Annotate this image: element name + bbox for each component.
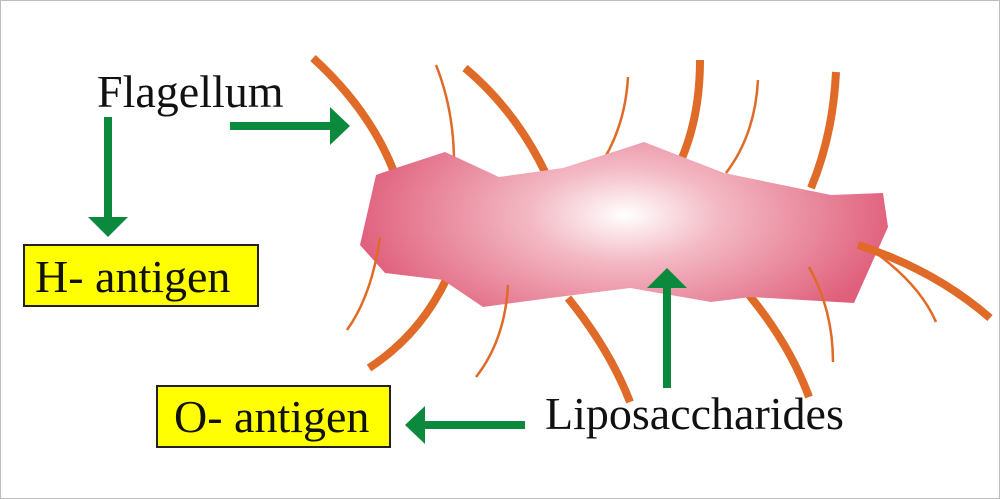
flagellum-thin (807, 266, 835, 363)
flagellum-thick (856, 241, 993, 322)
flagellum-thin (475, 284, 510, 378)
flagellum-thin (875, 251, 938, 323)
flagella-front (345, 236, 993, 378)
flagellum-thick (462, 64, 549, 174)
arrows (88, 107, 687, 444)
flagellum-thin (434, 64, 456, 164)
flagellum-thin (725, 79, 760, 174)
bacterium-body (360, 142, 888, 307)
flagellum-thick (310, 55, 398, 174)
o-antigen-box (156, 385, 391, 448)
flagellum-thick (564, 295, 634, 404)
o-antigen-label: O- antigen (174, 391, 369, 442)
flagellum-thick (807, 71, 840, 190)
liposaccharides-label: Liposaccharides (545, 388, 844, 439)
h-antigen-label: H- antigen (35, 251, 230, 302)
flagellum-label: Flagellum (97, 66, 284, 117)
arrow-up-to-body (647, 268, 687, 388)
flagellum-thick (366, 276, 451, 372)
h-antigen-box (23, 244, 259, 307)
arrow-left-to-o-antigen (405, 406, 525, 444)
flagellum-thin (345, 236, 382, 331)
flagellum-thick (678, 59, 704, 160)
arrow-down-to-h-antigen (88, 117, 128, 237)
flagellum-thick (745, 292, 813, 399)
arrow-right-to-flagellum (230, 107, 350, 145)
